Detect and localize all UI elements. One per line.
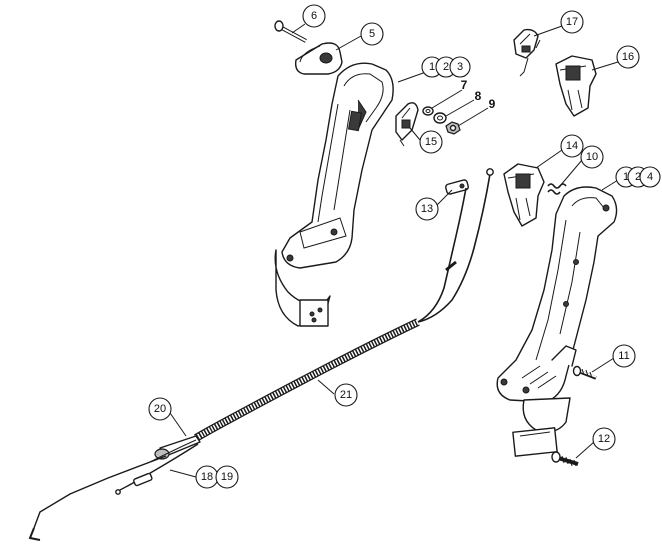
callout-21: 21 xyxy=(334,383,358,407)
clamp-5 xyxy=(294,42,343,75)
callout-17: 17 xyxy=(560,10,584,34)
svg-text:13: 13 xyxy=(421,203,433,215)
leader-lines xyxy=(167,23,619,478)
bolt-6 xyxy=(274,20,307,43)
callout-14: 14 xyxy=(560,134,584,158)
fitting-20 xyxy=(33,435,201,529)
svg-text:12: 12 xyxy=(598,433,610,445)
svg-text:3: 3 xyxy=(457,61,463,73)
handle-housing-right xyxy=(496,186,618,457)
svg-text:1: 1 xyxy=(623,171,629,183)
nut-9 xyxy=(445,121,461,135)
callout-12: 12 xyxy=(592,427,616,451)
screw-12 xyxy=(551,451,579,467)
callout-16: 16 xyxy=(616,45,640,69)
svg-text:1: 1 xyxy=(429,61,435,73)
callout-10: 10 xyxy=(580,145,604,169)
callout-5: 5 xyxy=(360,22,384,46)
callout-15: 15 xyxy=(419,130,443,154)
svg-text:10: 10 xyxy=(586,151,598,163)
svg-text:21: 21 xyxy=(340,389,352,401)
callout-11: 11 xyxy=(612,344,636,368)
callout-13: 13 xyxy=(415,197,439,221)
trigger-15 xyxy=(395,102,419,147)
svg-text:18: 18 xyxy=(201,471,213,483)
svg-text:20: 20 xyxy=(154,403,166,415)
callout-7: 7 xyxy=(461,78,468,92)
svg-text:11: 11 xyxy=(618,350,629,362)
svg-text:6: 6 xyxy=(311,10,317,22)
washer-8 xyxy=(433,112,447,124)
callout-1-2-3: 1 2 3 xyxy=(421,56,471,78)
switch-housing-14 xyxy=(503,163,545,227)
cable-end-18-19 xyxy=(28,472,153,541)
callout-9: 9 xyxy=(489,97,496,111)
screw-11 xyxy=(572,365,597,380)
callout-6: 6 xyxy=(302,4,326,28)
svg-text:14: 14 xyxy=(566,140,578,152)
svg-text:17: 17 xyxy=(566,16,578,28)
callout-8: 8 xyxy=(475,89,482,103)
svg-text:5: 5 xyxy=(369,28,375,40)
callout-1-2-4: 1 2 4 xyxy=(615,166,661,188)
callout-20: 20 xyxy=(148,397,172,421)
switch-housing-16 xyxy=(555,55,597,117)
spring-10 xyxy=(547,183,567,195)
svg-text:2: 2 xyxy=(635,171,641,183)
throttle-cable-13 xyxy=(417,168,494,323)
conduit-21 xyxy=(193,318,420,442)
svg-text:19: 19 xyxy=(221,471,233,483)
lever-17 xyxy=(513,28,541,77)
svg-text:2: 2 xyxy=(443,61,449,73)
washer-7 xyxy=(422,106,434,116)
svg-text:15: 15 xyxy=(425,136,437,148)
callout-18-19: 18 19 xyxy=(195,465,239,489)
svg-text:16: 16 xyxy=(622,51,634,63)
handle-housing-left xyxy=(274,62,394,327)
svg-text:4: 4 xyxy=(647,171,653,183)
